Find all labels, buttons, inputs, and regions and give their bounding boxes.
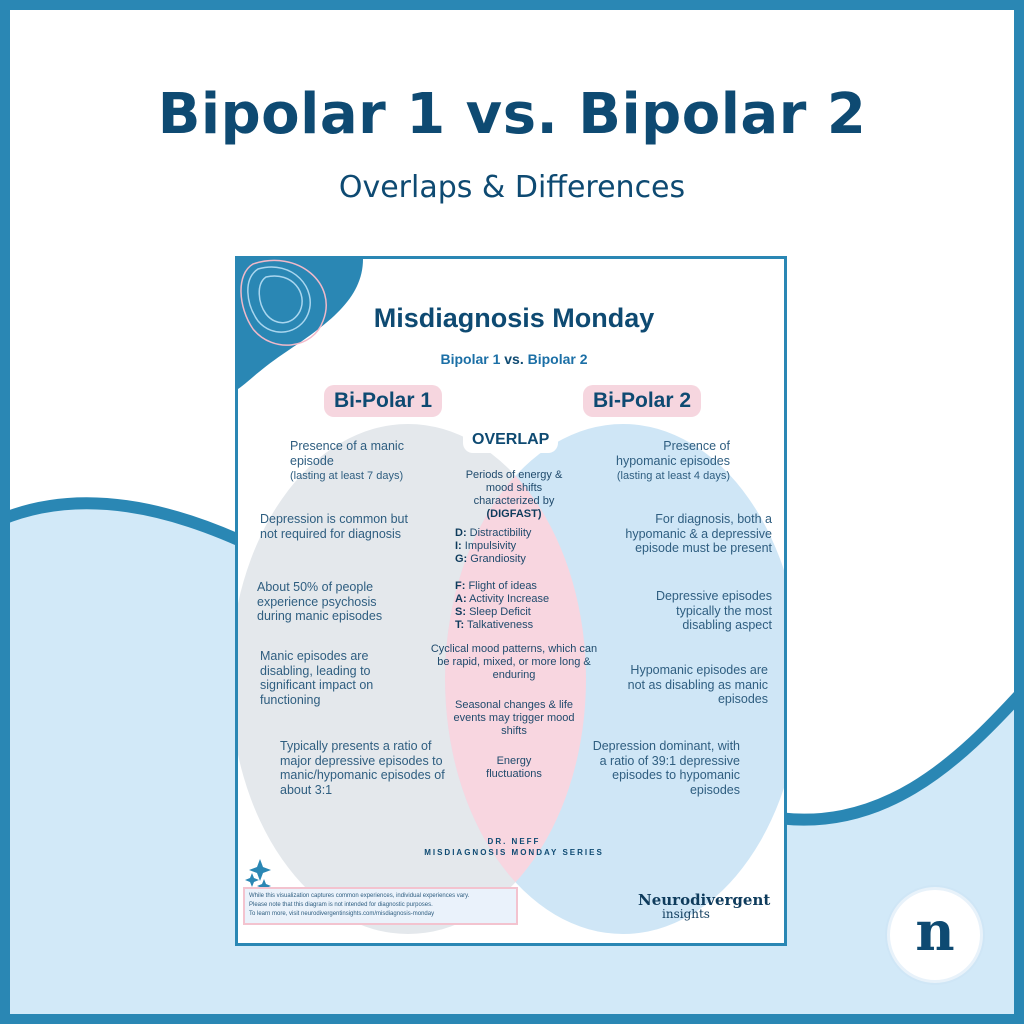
left-item-note: (lasting at least 7 days) xyxy=(290,470,404,482)
right-item-note: (lasting at least 4 days) xyxy=(616,470,730,482)
page-subtitle: Overlaps & Differences xyxy=(338,170,686,205)
right-item: Depression dominant, with a ratio of 39:… xyxy=(592,739,740,797)
card-subtitle: Bipolar 1 vs. Bipolar 2 xyxy=(238,351,784,367)
brand-logo: Neurodivergent insights xyxy=(638,891,778,921)
left-item: Typically presents a ratio of major depr… xyxy=(280,739,445,797)
right-item-text: Presence of hypomanic episodes xyxy=(616,439,730,468)
digfast-item: A: Activity Increase xyxy=(455,593,550,605)
right-label: Bi-Polar 2 xyxy=(583,385,702,417)
digfast-item: I: Impulsivity xyxy=(455,540,517,552)
card-subtitle-left: Bipolar 1 xyxy=(440,351,501,367)
overlap-energy: Energy fluctuations xyxy=(486,755,542,780)
digfast-item: T: Talkativeness xyxy=(455,619,534,631)
author-name: DR. NEFF xyxy=(487,837,541,846)
right-item: For diagnosis, both a hypomanic & a depr… xyxy=(625,512,772,555)
digfast-item: G: Grandiosity xyxy=(455,553,526,565)
digfast-item: F: Flight of ideas xyxy=(455,580,537,592)
disclaimer-line: To learn more, visit neurodivergentinsig… xyxy=(249,911,435,917)
left-item: Manic episodes are disabling, leading to… xyxy=(260,649,374,707)
series-name: MISDIAGNOSIS MONDAY SERIES xyxy=(424,848,604,857)
digfast-list-1: D: Distractibility I: Impulsivity G: Gra… xyxy=(455,527,575,566)
sparkle-icon xyxy=(245,859,271,893)
left-item: About 50% of people experience psychosis… xyxy=(257,580,383,623)
disclaimer-line: While this visualization captures common… xyxy=(249,893,470,899)
disclaimer-line: Please note that this diagram is not int… xyxy=(249,902,433,908)
card-title: Misdiagnosis Monday xyxy=(373,303,655,333)
brand-name: Neurodivergent xyxy=(638,891,771,909)
left-item-text: Presence of a manic episode xyxy=(290,439,404,468)
card-subtitle-vs: vs. xyxy=(504,351,524,367)
right-item: Presence of hypomanic episodes (lasting … xyxy=(600,439,730,484)
right-item: Hypomanic episodes are not as disabling … xyxy=(627,663,768,706)
right-item: Depressive episodes typically the most d… xyxy=(655,589,772,632)
overlap-cyclical: Cyclical mood patterns, which can be rap… xyxy=(430,643,598,681)
card-subtitle-right: Bipolar 2 xyxy=(527,351,588,367)
overlap-seasonal: Seasonal changes & life events may trigg… xyxy=(453,699,575,737)
venn-diagram xyxy=(238,259,784,934)
overlap-intro-text: Periods of energy & mood shifts characte… xyxy=(465,469,563,507)
page-title: Bipolar 1 vs. Bipolar 2 xyxy=(157,82,867,147)
brand-tagline: insights xyxy=(662,907,710,921)
topographic-lines-icon xyxy=(238,259,363,389)
left-item: Presence of a manic episode (lasting at … xyxy=(290,439,430,484)
left-label: Bi-Polar 1 xyxy=(324,385,443,417)
digfast-list-2: F: Flight of ideas A: Activity Increase … xyxy=(455,580,575,632)
digfast-item: S: Sleep Deficit xyxy=(455,606,531,618)
overlap-intro-bold: (DIGFAST) xyxy=(486,508,542,520)
overlap-region xyxy=(445,424,586,934)
overlap-intro: Periods of energy & mood shifts characte… xyxy=(452,469,576,521)
overlap-label: OVERLAP xyxy=(463,427,559,453)
logo-badge: n xyxy=(887,887,983,983)
disclaimer-box: While this visualization captures common… xyxy=(243,887,518,925)
left-item: Depression is common but not required fo… xyxy=(260,512,408,541)
digfast-item: D: Distractibility xyxy=(455,527,532,539)
infographic-card: Misdiagnosis Monday Bipolar 1 vs. Bipola… xyxy=(235,256,787,946)
